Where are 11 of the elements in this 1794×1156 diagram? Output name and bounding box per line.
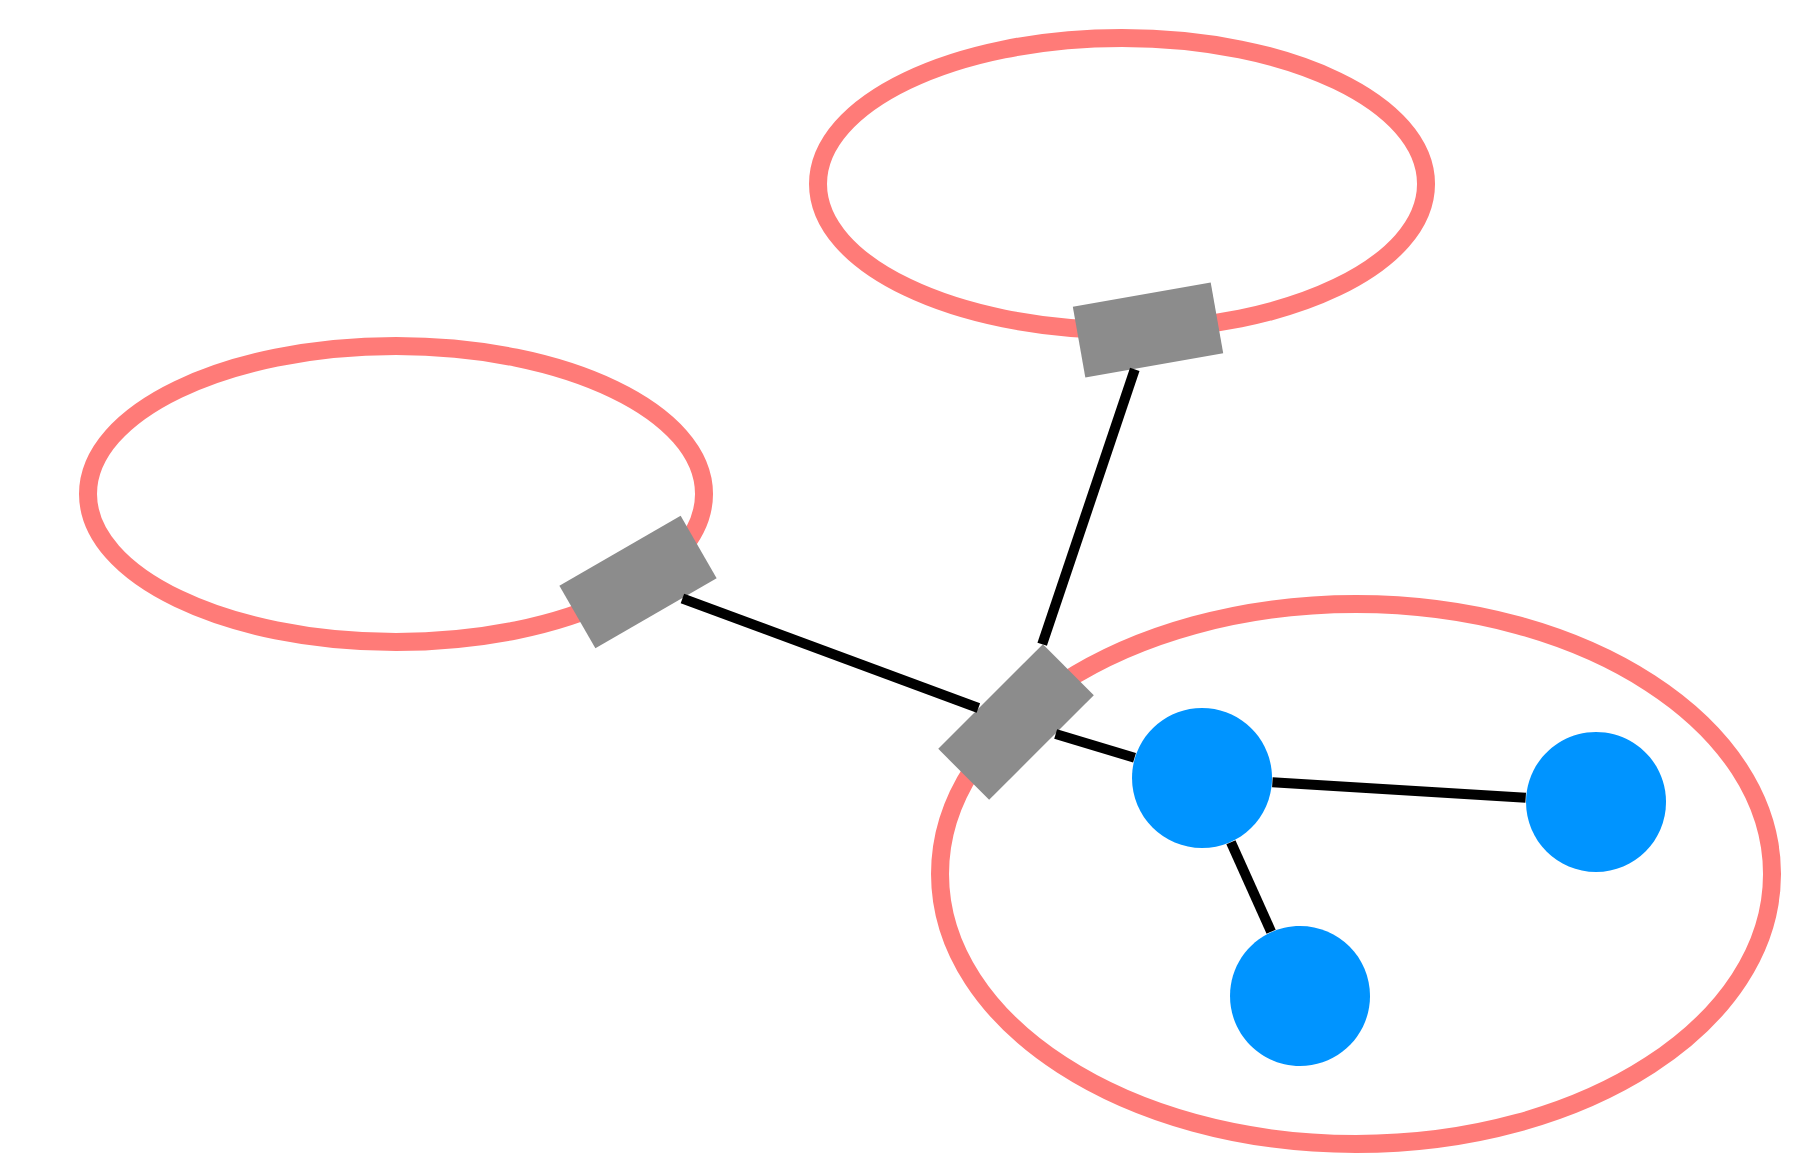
dot-circle — [1132, 708, 1272, 848]
dot-circle — [1526, 732, 1666, 872]
oval-outline — [809, 29, 1435, 339]
dot-circle — [1230, 926, 1370, 1066]
connector-line — [1272, 777, 1526, 803]
connector-line — [680, 593, 981, 713]
oval-outline — [931, 595, 1781, 1153]
connector-line — [1054, 729, 1136, 763]
connector-line — [1037, 367, 1140, 646]
oval-outline — [79, 337, 713, 651]
connector-line — [1226, 840, 1276, 934]
